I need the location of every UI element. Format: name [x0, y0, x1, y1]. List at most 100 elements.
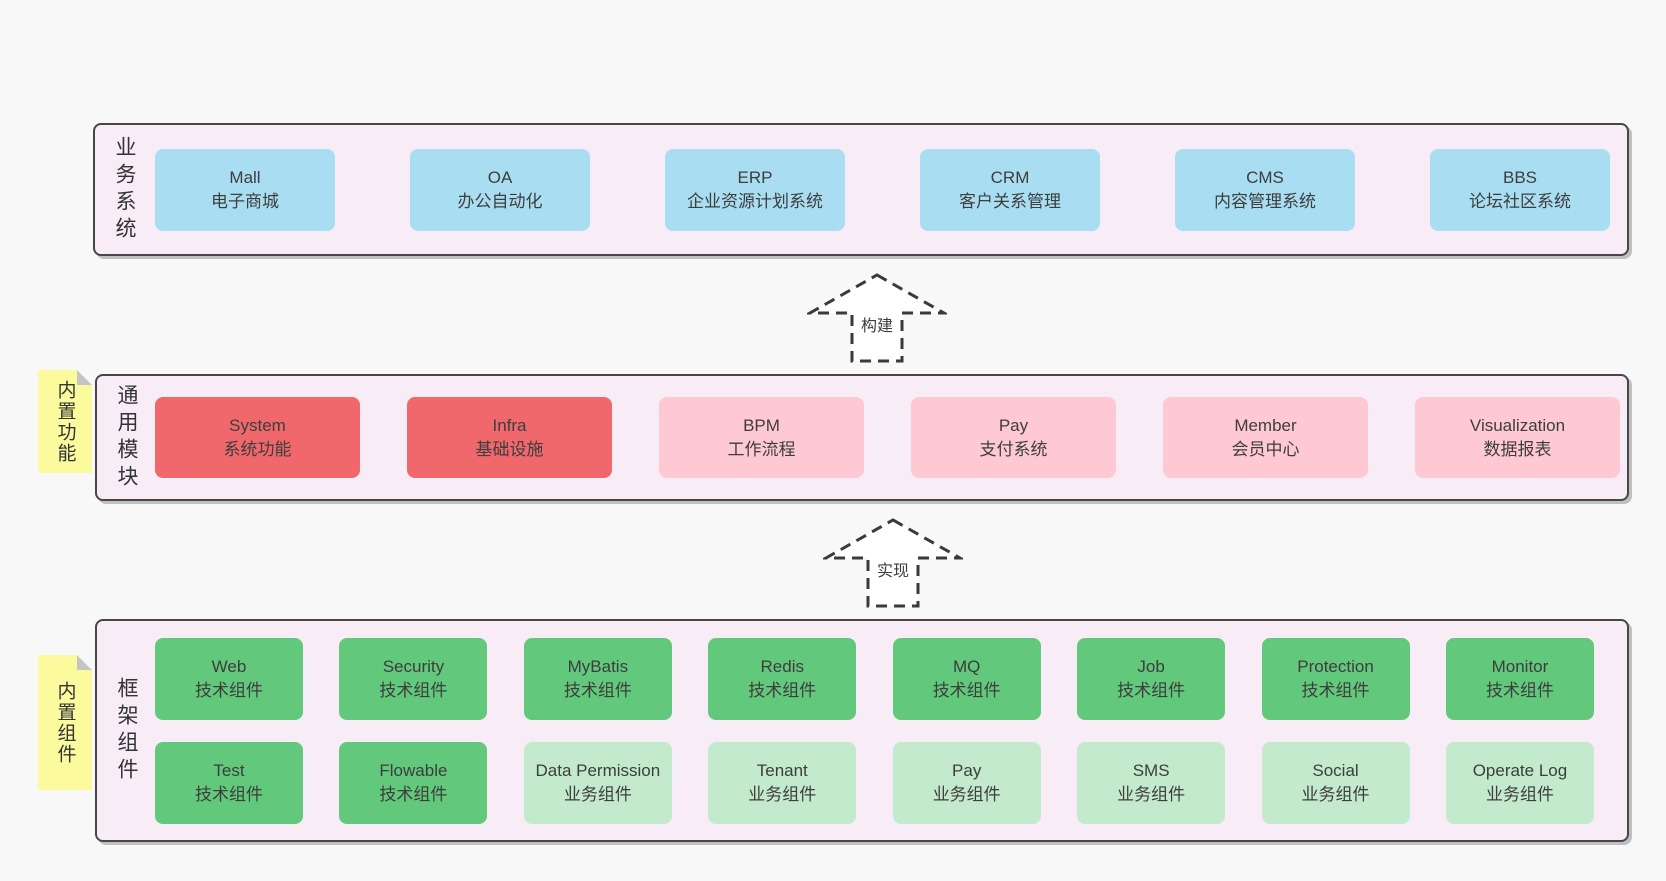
box-subtitle: 技术组件	[1301, 680, 1370, 700]
box-flowable: Flowable 技术组件	[339, 741, 488, 824]
sticky-note-text: 内置组件	[54, 680, 76, 765]
box-sms: SMS 业务组件	[1077, 741, 1226, 824]
arrow-implement-label: 实现	[873, 557, 913, 581]
box-infra: Infra 基础设施	[407, 397, 612, 478]
box-title: MyBatis	[567, 656, 629, 676]
box-title: Tenant	[756, 760, 808, 780]
box-title: Job	[1137, 656, 1165, 676]
box-title: CMS	[1246, 167, 1284, 187]
box-bpm: BPM 工作流程	[659, 397, 864, 478]
arrow-build-label: 构建	[857, 312, 897, 336]
layer-components-side-label: 框架组件	[115, 676, 138, 785]
box-subtitle: 业务组件	[748, 784, 817, 804]
box-mq: MQ 技术组件	[892, 637, 1041, 720]
box-subtitle: 技术组件	[1117, 680, 1186, 700]
box-subtitle: 技术组件	[379, 784, 448, 804]
box-social: Social 业务组件	[1261, 741, 1410, 824]
box-cms: CMS 内容管理系统	[1175, 148, 1355, 231]
box-subtitle: 电子商城	[211, 191, 279, 211]
box-subtitle: 业务组件	[1301, 784, 1370, 804]
arrow-implement: 实现	[823, 517, 963, 609]
box-redis: Redis 技术组件	[708, 637, 857, 720]
note-fold-corner-icon	[77, 370, 92, 385]
box-subtitle: 业务组件	[1485, 784, 1554, 804]
box-protection: Protection 技术组件	[1261, 637, 1410, 720]
box-title: Security	[382, 656, 445, 676]
box-subtitle: 数据报表	[1483, 439, 1552, 459]
box-title: SMS	[1132, 760, 1170, 780]
box-subtitle: 技术组件	[195, 680, 263, 700]
box-tenant: Tenant 业务组件	[708, 741, 857, 824]
box-subtitle: 业务组件	[932, 784, 1001, 804]
box-title: Protection	[1297, 656, 1374, 676]
box-visualization: Visualization 数据报表	[1415, 397, 1620, 478]
box-subtitle: 业务组件	[1117, 784, 1186, 804]
box-title: Redis	[760, 656, 804, 676]
box-subtitle: 技术组件	[563, 680, 632, 700]
box-title: ERP	[737, 167, 773, 187]
box-title: Flowable	[379, 760, 448, 780]
box-title: Mall	[229, 167, 261, 187]
box-subtitle: 工作流程	[727, 439, 796, 459]
note-fold-corner-icon	[77, 655, 92, 670]
box-subtitle: 技术组件	[1485, 680, 1554, 700]
layer-business-side-label: 业务系统	[113, 135, 136, 244]
box-title: CRM	[990, 167, 1030, 187]
box-subtitle: 论坛社区系统	[1469, 191, 1571, 211]
box-pay-component: Pay 业务组件	[892, 741, 1041, 824]
sticky-note-built-in-components: 内置组件	[38, 655, 92, 790]
box-pay-module: Pay 支付系统	[911, 397, 1116, 478]
box-title: Infra	[492, 415, 527, 435]
box-subtitle: 技术组件	[932, 680, 1001, 700]
box-subtitle: 办公自动化	[457, 191, 543, 211]
box-oa: OA 办公自动化	[410, 148, 590, 231]
box-subtitle: 系统功能	[223, 439, 292, 459]
box-title: Web	[211, 656, 247, 676]
box-bbs: BBS 论坛社区系统	[1430, 148, 1610, 231]
sticky-note-built-in-features: 内置功能	[38, 370, 92, 473]
box-system: System 系统功能	[155, 397, 360, 478]
box-subtitle: 技术组件	[195, 784, 263, 804]
component-boxes-grid: Web 技术组件 Security 技术组件 MyBatis 技术组件 Redi…	[155, 621, 1627, 840]
module-boxes-row: System 系统功能 Infra 基础设施 BPM 工作流程 Pay 支付系统…	[155, 376, 1627, 499]
box-title: Pay	[952, 760, 982, 780]
box-subtitle: 技术组件	[379, 680, 448, 700]
box-security: Security 技术组件	[339, 637, 488, 720]
box-title: Test	[213, 760, 245, 780]
layer-modules-side-label: 通用模块	[115, 383, 138, 492]
box-title: System	[229, 415, 286, 435]
box-subtitle: 技术组件	[748, 680, 817, 700]
box-title: Pay	[998, 415, 1029, 435]
box-subtitle: 业务组件	[563, 784, 632, 804]
layer-common-modules: 通用模块 System 系统功能 Infra 基础设施 BPM 工作流程 Pay…	[95, 374, 1629, 501]
box-job: Job 技术组件	[1077, 637, 1226, 720]
box-erp: ERP 企业资源计划系统	[665, 148, 845, 231]
box-title: Operate Log	[1472, 760, 1568, 780]
box-data-permission: Data Permission 业务组件	[523, 741, 672, 824]
box-subtitle: 客户关系管理	[959, 191, 1061, 211]
sticky-note-text: 内置功能	[54, 379, 76, 464]
box-mybatis: MyBatis 技术组件	[523, 637, 672, 720]
box-subtitle: 企业资源计划系统	[687, 191, 823, 211]
box-operate-log: Operate Log 业务组件	[1445, 741, 1594, 824]
arrow-build: 构建	[807, 272, 947, 364]
box-title: OA	[487, 167, 513, 187]
box-title: Social	[1312, 760, 1359, 780]
box-subtitle: 会员中心	[1231, 439, 1300, 459]
box-web: Web 技术组件	[155, 637, 303, 720]
box-subtitle: 支付系统	[979, 439, 1048, 459]
box-title: BBS	[1502, 167, 1538, 187]
business-boxes-row: Mall 电子商城 OA 办公自动化 ERP 企业资源计划系统 CRM 客户关系…	[153, 125, 1627, 254]
box-title: MQ	[952, 656, 981, 676]
box-title: Member	[1234, 415, 1297, 435]
layer-business-systems: 业务系统 Mall 电子商城 OA 办公自动化 ERP 企业资源计划系统 CRM…	[93, 123, 1629, 256]
box-monitor: Monitor 技术组件	[1445, 637, 1594, 720]
box-crm: CRM 客户关系管理	[920, 148, 1100, 231]
layer-framework-components: 框架组件 Web 技术组件 Security 技术组件 MyBatis 技术组件…	[95, 619, 1629, 842]
box-title: BPM	[743, 415, 780, 435]
box-subtitle: 基础设施	[475, 439, 544, 459]
box-title: Visualization	[1469, 415, 1566, 435]
box-title: Data Permission	[535, 760, 661, 780]
box-title: Monitor	[1491, 656, 1549, 676]
box-mall: Mall 电子商城	[155, 148, 335, 231]
